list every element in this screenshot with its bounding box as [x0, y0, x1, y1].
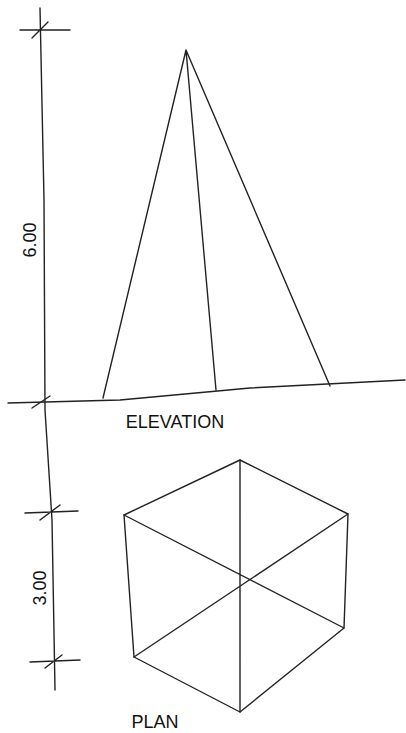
view-title: ELEVATION	[124, 413, 226, 431]
dimension-tick	[30, 655, 80, 668]
dimension-tick	[20, 22, 70, 38]
dimension-tick	[25, 505, 78, 520]
hexagon-plan	[124, 460, 348, 712]
ground-line	[8, 380, 405, 403]
pyramid-elevation	[103, 50, 330, 398]
dimension-value: 6.00	[21, 220, 39, 259]
view-title: PLAN	[129, 713, 180, 731]
plan-diagonal	[124, 460, 348, 712]
dimension-value: 3.00	[31, 568, 49, 607]
